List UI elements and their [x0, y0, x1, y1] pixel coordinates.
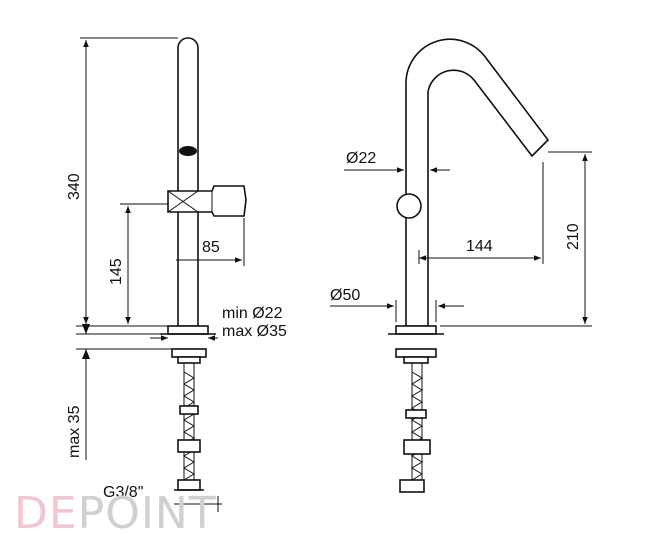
dim-spout-diameter: Ø22 — [346, 150, 376, 167]
front-view — [160, 37, 247, 491]
dim-total-height: 340 — [66, 173, 83, 200]
brand-watermark: DEPOINT — [14, 488, 217, 539]
side-dimensions: Ø22 144 210 Ø50 — [330, 150, 592, 327]
side-view — [388, 38, 550, 493]
front-dimensions: 340 145 85 min Ø22 max Ø35 max 35 G3/8" — [66, 37, 287, 512]
watermark-point: POINT — [78, 488, 217, 539]
front-lever-handle — [167, 185, 247, 217]
front-mounting-nut — [171, 348, 207, 358]
dim-lever-length: 85 — [202, 239, 220, 256]
side-mounting-nut — [395, 348, 437, 358]
dim-connection-thread: G3/8" — [103, 484, 143, 501]
dim-max-thickness: max 35 — [66, 405, 83, 458]
side-lever-knob — [396, 193, 422, 219]
front-supply-hoses — [183, 371, 195, 481]
watermark-de: DE — [14, 488, 78, 539]
dim-lever-height: 145 — [108, 258, 125, 285]
side-supply-hoses — [411, 371, 423, 481]
front-aerator-mark — [179, 146, 197, 156]
svg-text:DEPOINT: DEPOINT — [14, 488, 217, 539]
dim-spout-reach: 144 — [466, 238, 493, 255]
dim-hole-max: max Ø35 — [222, 323, 287, 340]
side-spout-pipe — [405, 38, 550, 327]
side-base-flange — [395, 325, 437, 335]
front-base-flange — [167, 325, 209, 335]
dim-spout-height: 210 — [565, 223, 582, 250]
dim-base-diameter: Ø50 — [330, 287, 360, 304]
dim-hole-min: min Ø22 — [222, 305, 283, 322]
front-body-column — [177, 37, 199, 327]
